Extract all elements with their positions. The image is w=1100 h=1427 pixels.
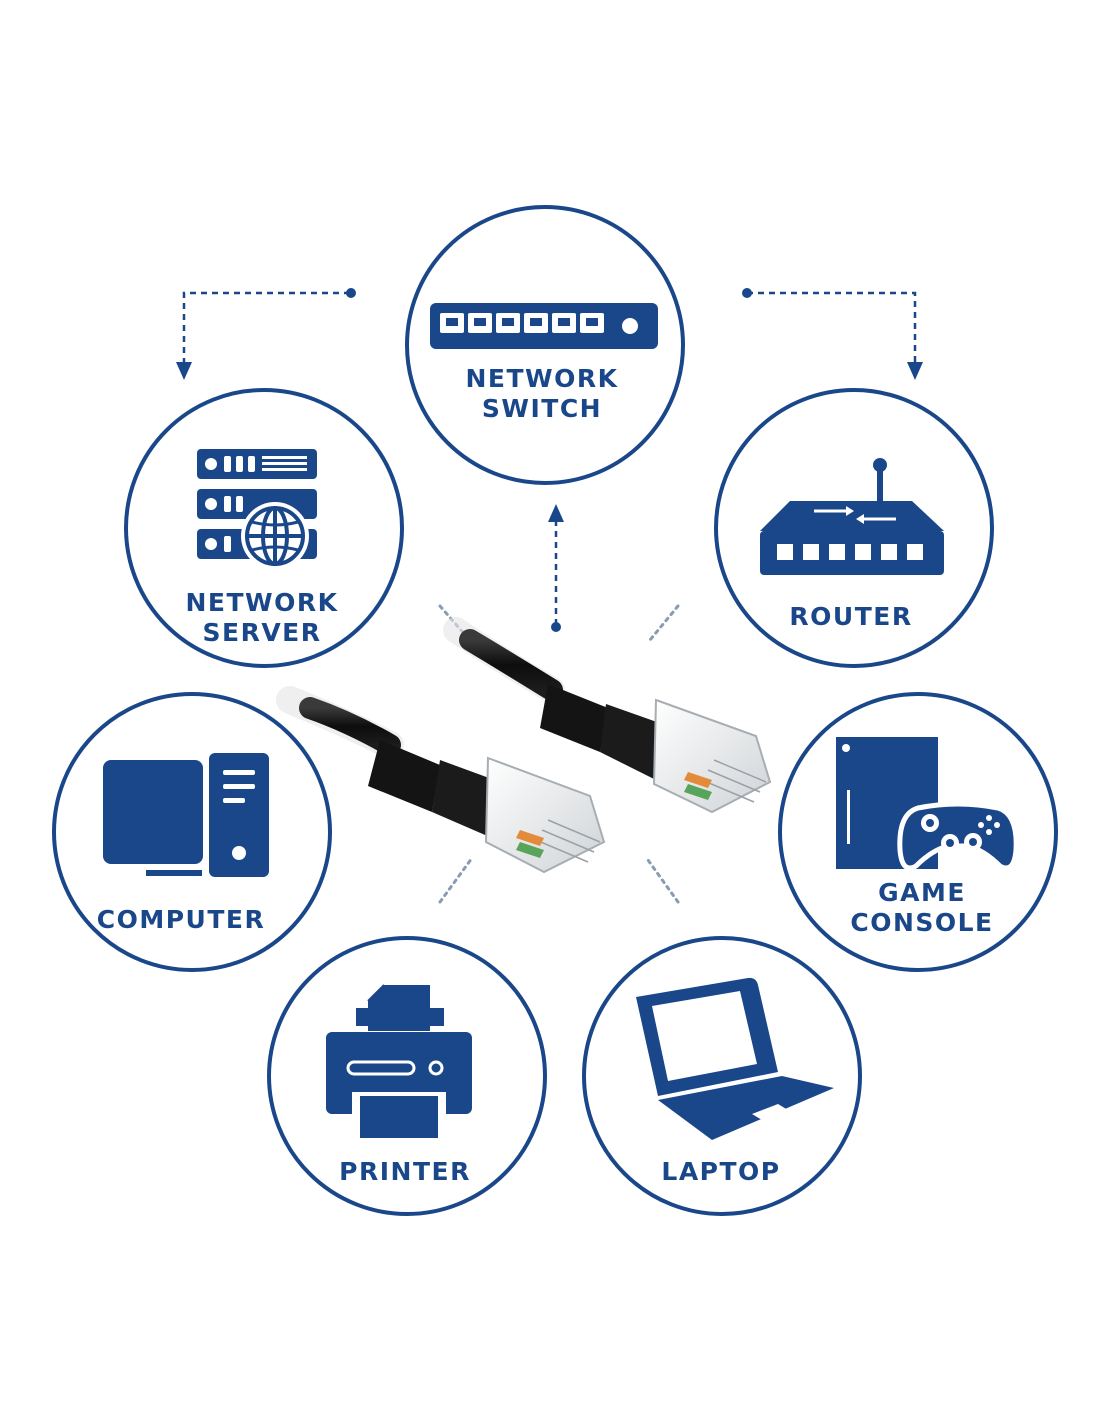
console-label-line2: CONSOLE	[850, 908, 994, 937]
server-label-line2: SERVER	[202, 618, 322, 647]
computer-icon	[103, 753, 269, 877]
label-printer: PRINTER	[339, 1157, 471, 1187]
laptop-label: LAPTOP	[661, 1157, 781, 1186]
printer-label: PRINTER	[339, 1157, 471, 1186]
ethernet-cable-icon	[276, 617, 772, 874]
game-console-icon	[836, 737, 1019, 871]
connector-arrows	[182, 291, 917, 625]
computer-label: COMPUTER	[96, 905, 266, 934]
arrow-to-server	[182, 291, 350, 368]
switch-label-line1: NETWORK	[465, 364, 619, 393]
arrow-to-router	[747, 291, 917, 368]
server-label-line1: NETWORK	[185, 588, 339, 617]
arrow-heads	[176, 288, 923, 632]
router-label: ROUTER	[789, 602, 913, 631]
label-network-switch: NETWORK SWITCH	[465, 364, 618, 424]
laptop-icon	[636, 977, 834, 1140]
label-laptop: LAPTOP	[661, 1157, 780, 1187]
console-label-line1: GAME	[878, 878, 966, 907]
printer-icon	[326, 984, 472, 1138]
label-network-server: NETWORK SERVER	[185, 588, 338, 648]
switch-label-line2: SWITCH	[481, 394, 603, 423]
label-game-console: GAME CONSOLE	[850, 878, 993, 938]
network-server-icon	[197, 449, 317, 570]
network-switch-icon	[430, 303, 658, 349]
label-router: ROUTER	[789, 602, 912, 632]
label-computer: COMPUTER	[97, 905, 265, 935]
router-icon	[760, 458, 944, 575]
